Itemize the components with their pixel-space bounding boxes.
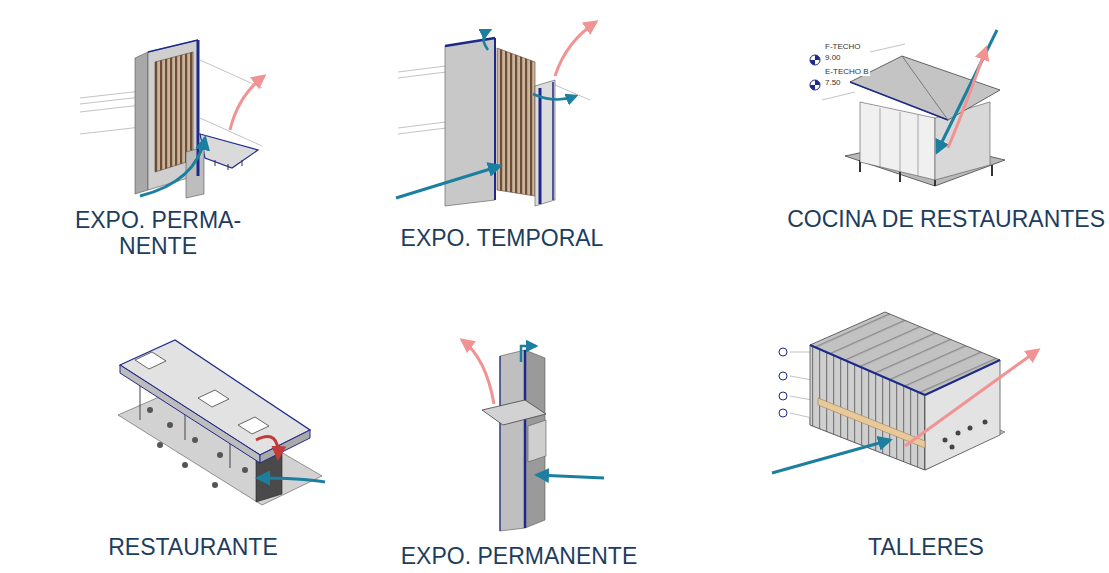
cocina-sketch xyxy=(810,30,1005,186)
level-label: 9.00 xyxy=(824,54,842,62)
caption-label: EXPO. TEMPORAL xyxy=(401,226,604,252)
level-label: 7.50 xyxy=(824,79,842,87)
caption-label: EXPO. PERMANENTE xyxy=(401,544,637,570)
caption-label: COCINA DE RESTAURANTES xyxy=(787,207,1105,233)
level-label: F-TECHO xyxy=(824,43,862,51)
caption-label: EXPO. PERMA- NENTE xyxy=(63,208,253,260)
expo-permanente-tower-sketch xyxy=(462,340,604,531)
caption-label: RESTAURANTE xyxy=(108,535,278,561)
level-label: E-TECHO B xyxy=(824,68,870,76)
expo-permanente-sketch xyxy=(80,40,264,198)
talleres-sketch xyxy=(772,312,1038,473)
expo-temporal-sketch xyxy=(396,22,596,206)
caption-label: TALLERES xyxy=(868,535,984,561)
restaurante-sketch xyxy=(118,340,325,505)
